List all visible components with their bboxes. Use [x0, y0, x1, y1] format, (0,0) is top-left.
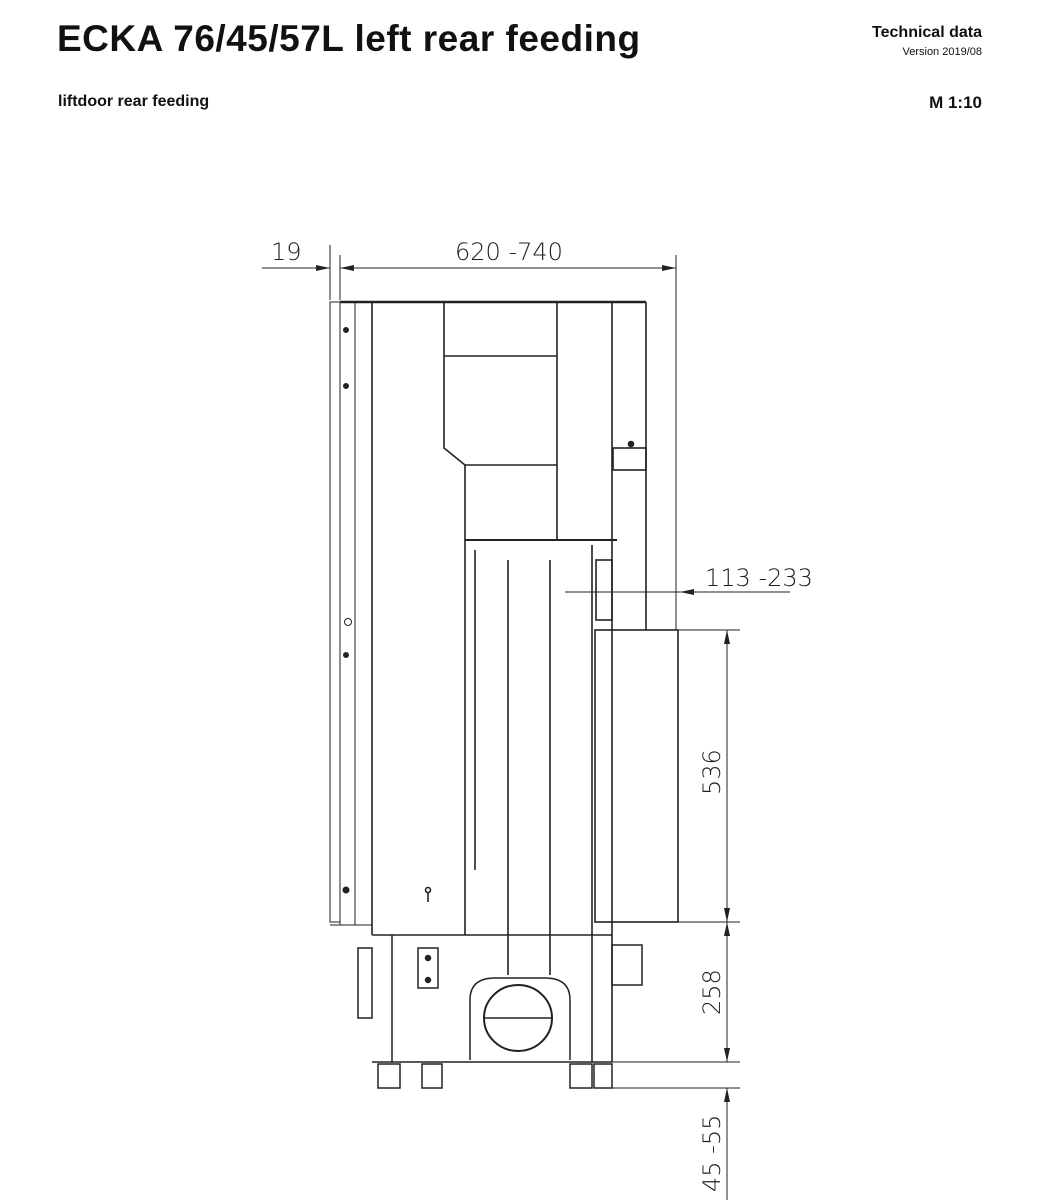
dimension-depth — [262, 245, 677, 630]
doc-type-label: Technical data — [872, 24, 982, 41]
lift-door — [329, 301, 372, 926]
dimension-heights — [612, 629, 740, 1200]
rear-feed-opening — [594, 559, 679, 923]
page-subtitle: liftdoor rear feeding — [58, 93, 210, 110]
page-title: ECKA 76/45/57L left rear feeding — [57, 18, 641, 59]
stove-base — [357, 934, 643, 1089]
dim-feed-offset: 113 -233 — [705, 564, 813, 592]
stove-body — [340, 300, 647, 1062]
version-label: Version 2019/08 — [902, 46, 982, 58]
dim-door-depth: 19 — [271, 238, 302, 266]
dim-opening-height: 536 — [698, 749, 726, 795]
dim-total-depth: 620 -740 — [455, 238, 563, 266]
dim-opening-base: 258 — [698, 969, 726, 1015]
dim-feet-height: 45 -55 — [698, 1115, 726, 1192]
scale-label: M 1:10 — [929, 93, 982, 112]
